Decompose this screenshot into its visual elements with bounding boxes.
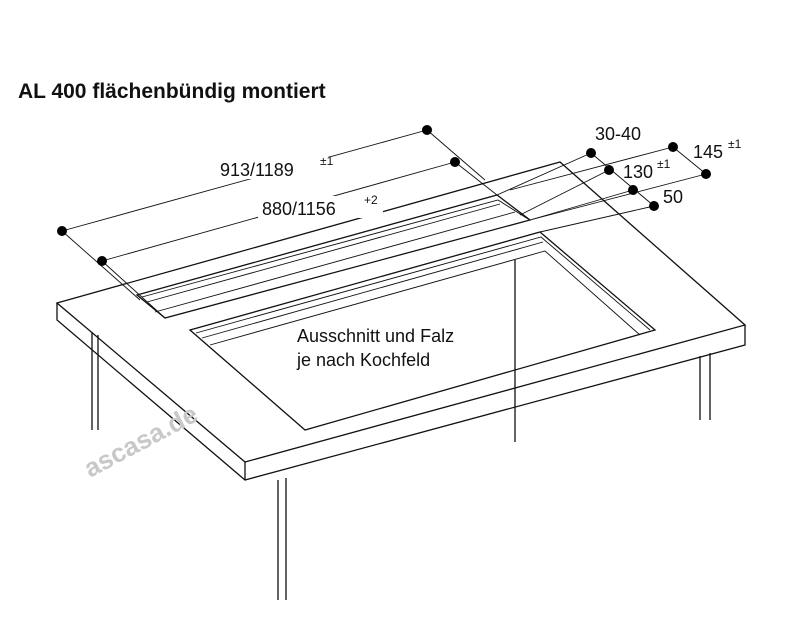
cabinet-legs xyxy=(91,260,711,600)
dimension-dots xyxy=(57,125,711,266)
hob-cutout xyxy=(188,231,657,431)
watermark: ascasa.de xyxy=(79,398,203,483)
dim-cutout-length: 880/1156 xyxy=(262,199,336,219)
dim-gap: 50 xyxy=(663,187,683,207)
diagram-title: AL 400 flächenbündig montiert xyxy=(18,80,326,103)
annotation-line-1: Ausschnitt und Falz xyxy=(297,326,454,346)
dim-overall-length-tolerance: ±1 xyxy=(320,154,334,168)
countertop-slab xyxy=(55,161,747,481)
dim-depth-inner-tolerance: ±1 xyxy=(657,157,671,171)
dimension-lines xyxy=(61,129,707,319)
dim-offset: 30-40 xyxy=(595,124,641,144)
dim-depth-outer: 145 xyxy=(693,142,723,162)
dim-depth-inner: 130 xyxy=(623,162,653,182)
dim-depth-outer-tolerance: ±1 xyxy=(728,137,742,151)
dim-overall-length: 913/1189 xyxy=(220,160,294,180)
annotation-line-2: je nach Kochfeld xyxy=(296,350,430,370)
dim-cutout-length-tolerance: +2 xyxy=(364,193,378,207)
